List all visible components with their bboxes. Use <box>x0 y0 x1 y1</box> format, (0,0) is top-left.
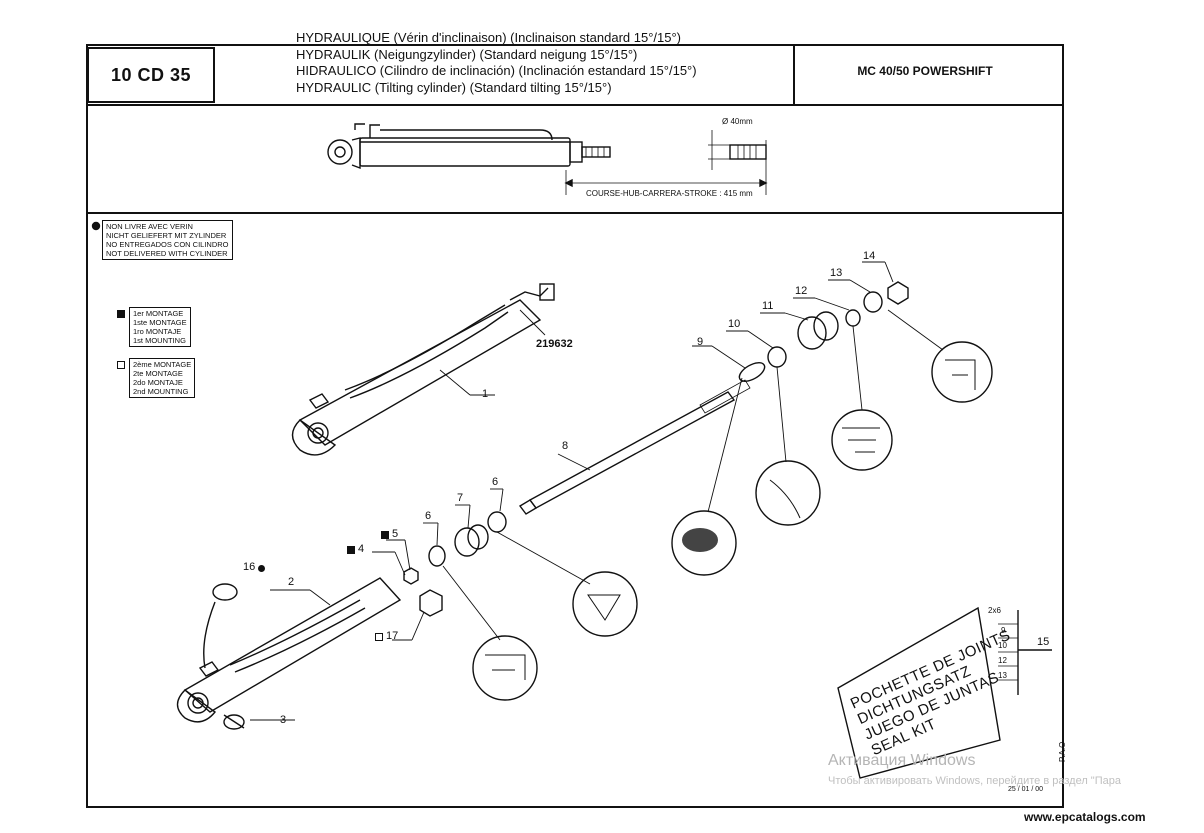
second-mounting-square-icon <box>117 361 125 369</box>
rod-8-drawing <box>518 379 751 515</box>
cylinder-1-drawing <box>291 283 555 456</box>
part-5-square-icon <box>381 531 389 539</box>
legend-line: 1ste MONTAGE <box>133 318 187 327</box>
legend-line: 2nd MOUNTING <box>133 387 189 396</box>
exploded-view-frame <box>86 212 1064 808</box>
part-label-10: 10 <box>728 318 741 330</box>
part-label-17: 17 <box>386 630 399 642</box>
part-label-8: 8 <box>562 440 569 452</box>
site-url[interactable]: www.epcatalogs.com <box>1024 810 1146 824</box>
piston-7 <box>454 527 480 557</box>
stroke-label: COURSE-HUB-CARRERA-STROKE : 415 mm <box>586 189 753 198</box>
diameter-label: Ø 40mm <box>722 117 753 126</box>
windows-activation-subtitle: Чтобы активировать Windows, перейдите в … <box>828 775 1121 787</box>
kit-item-5: 13 <box>998 671 1007 680</box>
wiper-13 <box>863 291 883 313</box>
nut-17 <box>419 589 443 617</box>
ring-10 <box>767 346 787 368</box>
part-label-7: 7 <box>457 492 464 504</box>
legend-line: 1er MONTAGE <box>133 309 184 318</box>
kit-item-1: 2x6 <box>988 606 1001 615</box>
part-17-square-icon <box>375 633 383 641</box>
part-label-2: 2 <box>288 576 295 588</box>
part-label-12: 12 <box>795 285 808 297</box>
kit-item-3: 10 <box>998 641 1007 650</box>
legend-line: 2te MONTAGE <box>133 369 183 378</box>
legend-line: NICHT GELIEFERT MIT ZYLINDER <box>106 231 227 240</box>
part-label-6b: 6 <box>492 476 499 488</box>
part-label-14: 14 <box>863 250 876 262</box>
model-divider <box>793 44 795 106</box>
seal-6a <box>428 545 446 567</box>
first-mounting-square-icon <box>117 310 125 318</box>
legend-line: NOT DELIVERED WITH CYLINDER <box>106 249 228 258</box>
catalog-code: 10 CD 35 <box>87 47 215 103</box>
oring-9 <box>738 362 766 382</box>
drawing-date: 25 / 01 / 00 <box>1008 786 1044 793</box>
part-label-3: 3 <box>280 714 287 726</box>
guide-11 <box>797 316 827 350</box>
part-label-1: 1 <box>482 388 489 400</box>
machine-model: MC 40/50 POWERSHIFT <box>857 64 993 78</box>
part-label-15: 15 <box>1037 636 1050 648</box>
legend-line: 1st MOUNTING <box>133 336 186 345</box>
seal-12 <box>845 309 861 327</box>
nut-14 <box>887 281 909 305</box>
nut-5 <box>403 567 419 585</box>
seal-kit-box <box>837 606 1052 779</box>
part-label-16: 16 <box>243 561 256 573</box>
seal-detail-circles <box>472 341 993 701</box>
pao-mark: P.A.O <box>1058 741 1067 762</box>
part-label-ref: 219632 <box>536 338 573 350</box>
part-label-13: 13 <box>830 267 843 279</box>
header-title-block: HYDRAULIQUE (Vérin d'inclinaison) (Incli… <box>296 30 697 96</box>
overview-cylinder <box>327 123 768 195</box>
legend-second-mounting: 2ème MONTAGE 2te MONTAGE 2do MONTAJE 2nd… <box>129 358 196 398</box>
part-16-dot-icon <box>258 565 265 572</box>
part-label-9: 9 <box>697 336 704 348</box>
part-label-11: 11 <box>762 300 774 312</box>
title-es: HIDRAULICO (Cilindro de inclinación) (In… <box>296 63 697 78</box>
part-label-6a: 6 <box>425 510 432 522</box>
legend-line: NO ENTREGADOS CON CILINDRO <box>106 240 229 249</box>
cylinder-2-drawing <box>176 577 402 730</box>
part-label-5: 5 <box>392 528 399 540</box>
kit-item-2: 9 <box>1001 626 1006 635</box>
kit-item-4: 12 <box>998 656 1007 665</box>
part-4-square-icon <box>347 546 355 554</box>
legend-line: 1ro MONTAJE <box>133 327 182 336</box>
title-de: HYDRAULIK (Neigungzylinder) (Standard ne… <box>296 46 638 62</box>
title-fr: HYDRAULIQUE (Vérin d'inclinaison) (Incli… <box>296 30 681 45</box>
title-en: HYDRAULIC (Tilting cylinder) (Standard t… <box>296 79 612 95</box>
legend-line: 2ème MONTAGE <box>133 360 192 369</box>
windows-activation-title: Активация Windows <box>828 752 976 769</box>
seal-6b <box>487 511 507 533</box>
legend-first-mounting: 1er MONTAGE 1ste MONTAGE 1ro MONTAJE 1st… <box>129 307 191 347</box>
part-label-4: 4 <box>358 543 365 555</box>
legend-line: NON LIVRE AVEC VERIN <box>106 222 193 231</box>
legend-not-delivered: NON LIVRE AVEC VERIN NICHT GELIEFERT MIT… <box>102 220 233 260</box>
legend-line: 2do MONTAJE <box>133 378 183 387</box>
